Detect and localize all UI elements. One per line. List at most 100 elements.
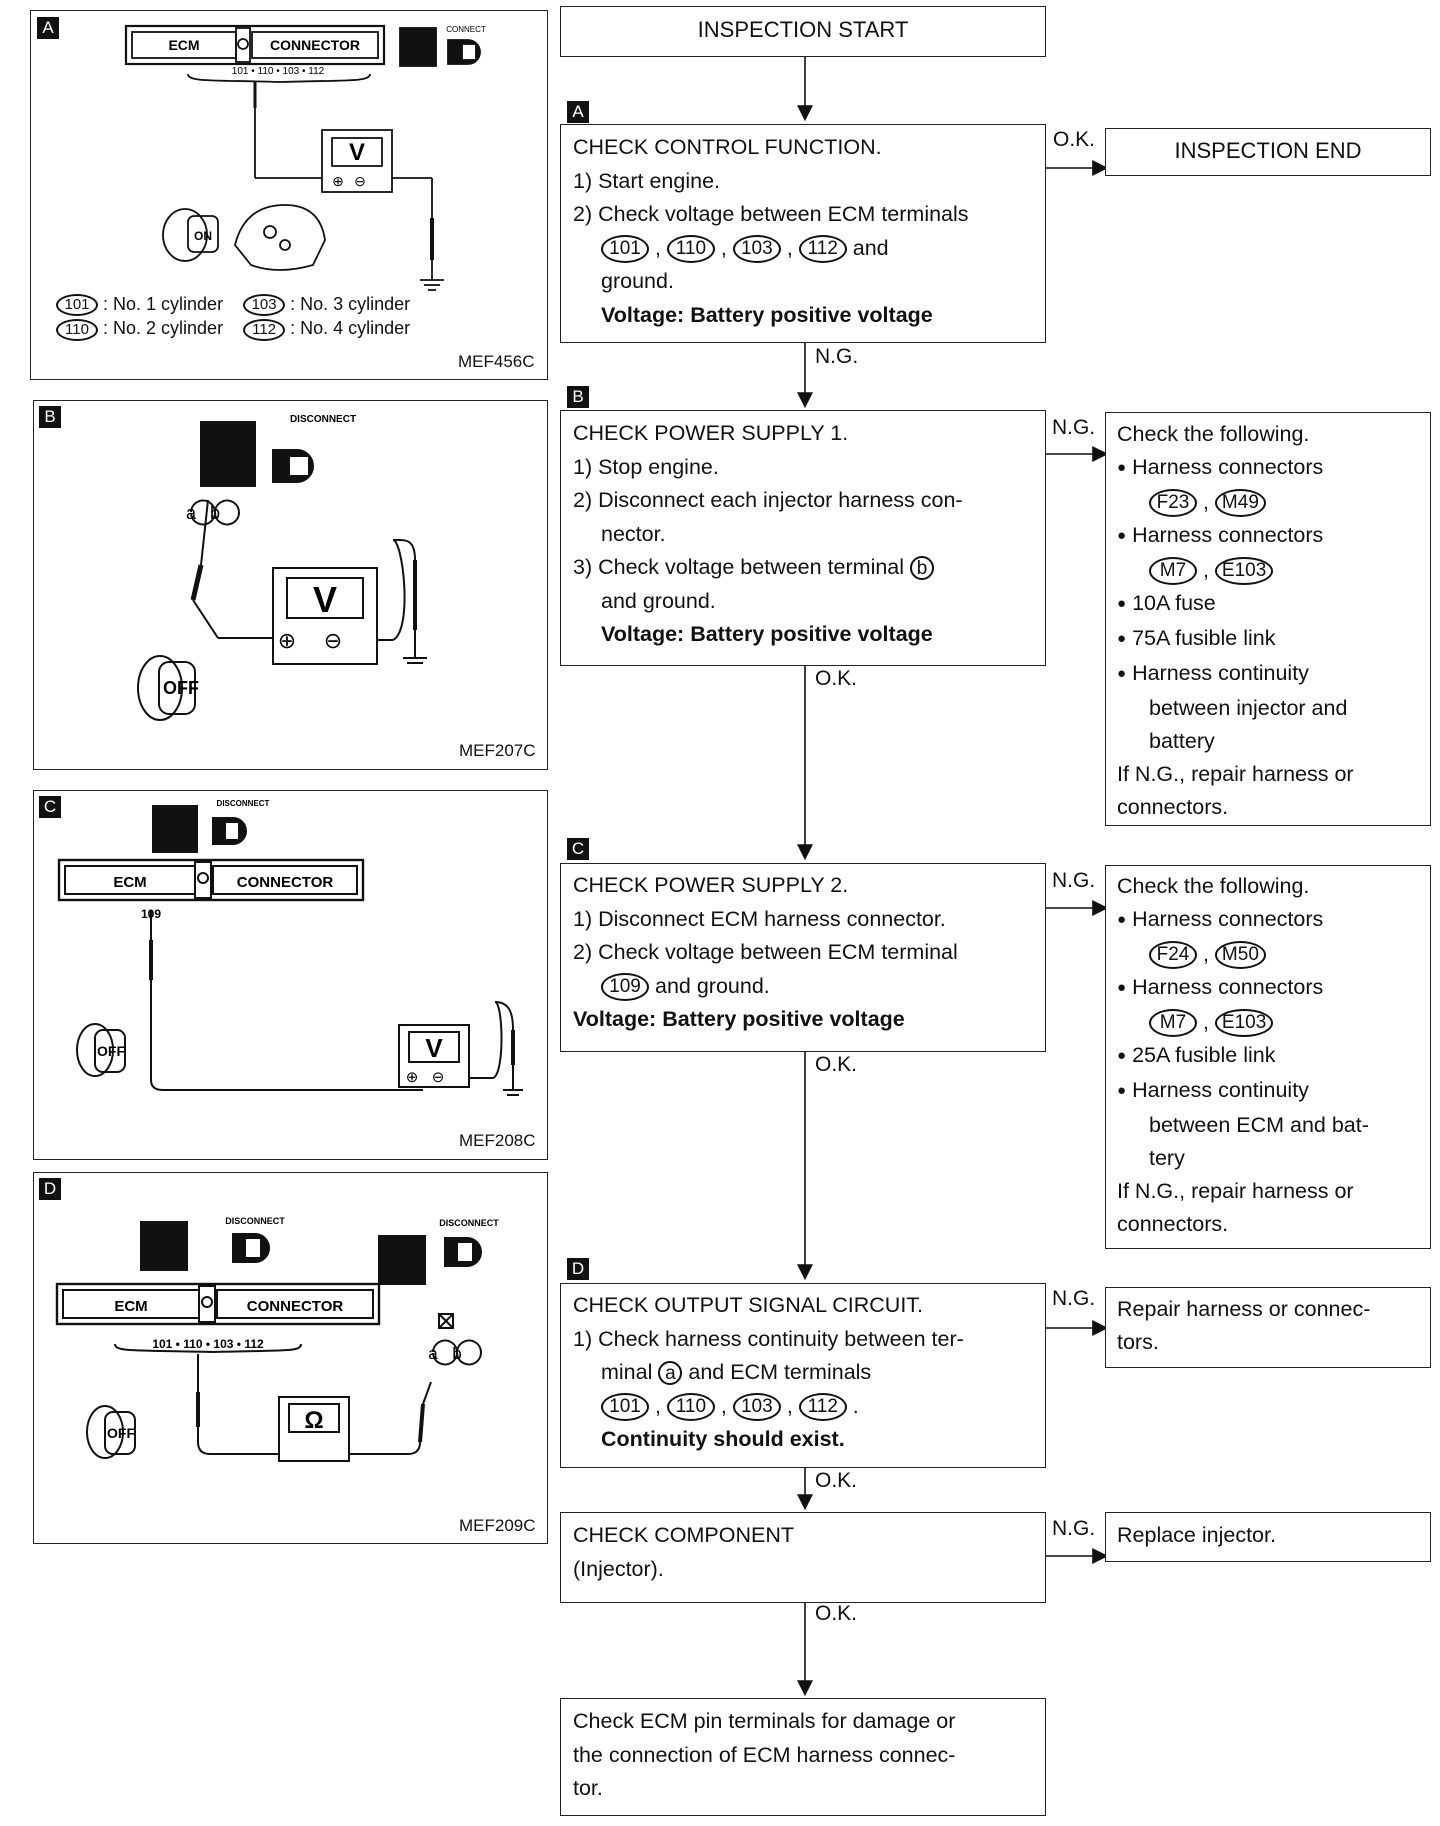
step-D-box (560, 1283, 1046, 1468)
figure-C-code: MEF208C (459, 1131, 536, 1150)
step-B-l4-row: 3) Check voltage between terminal b (573, 551, 963, 585)
figure-A-ecm: ECM (168, 37, 199, 53)
step-C-l3-row: 109 and ground. (573, 970, 958, 1004)
figure-D-tb: b (452, 1344, 461, 1363)
connector-M7: M7 (1149, 1009, 1197, 1038)
side-C-head: Check the following. (1117, 874, 1310, 898)
edge-D-ng-label: N.G. (1052, 1287, 1096, 1310)
figure-C-plus: ⊕ (406, 1069, 419, 1086)
figure-A-label: A (37, 17, 59, 39)
side-E-box (1105, 1512, 1431, 1562)
step-E-box (560, 1512, 1046, 1603)
step-D-l2a: minal (601, 1360, 653, 1384)
step-B-l4: 3) Check voltage between terminal (573, 555, 905, 579)
figure-C-connector: CONNECTOR (237, 874, 334, 891)
terminal-109: 109 (601, 972, 649, 1001)
figure-C-drawing: DISCONNECT ECM CONNECTOR 109 V ⊕ ⊖ OFF (57, 799, 523, 1096)
step-A-terminals: 101 , 110 , 103 , 112 and (573, 232, 969, 266)
terminal-a: a (658, 1361, 683, 1386)
step-D-spec: Continuity should exist. (601, 1427, 845, 1451)
figure-B-drawing: DISCONNECT a b V ⊕ ⊖ OFF (137, 414, 427, 721)
edge-B-ok-label: O.K. (815, 667, 858, 690)
figure-C-ecm: ECM (113, 874, 146, 891)
side-B-conn-row2: M7 , E103 (1117, 554, 1354, 587)
side-D-box (1105, 1287, 1431, 1368)
step-D-title: CHECK OUTPUT SIGNAL CIRCUIT. (573, 1293, 924, 1317)
figure-C-minus: ⊖ (432, 1069, 445, 1086)
figure-C-key: OFF (97, 1043, 125, 1059)
terminal-103: 103 (732, 234, 781, 263)
figure-D-code: MEF209C (459, 1516, 536, 1535)
connector-E103: E103 (1214, 557, 1274, 586)
step-C-l3: and ground. (654, 973, 770, 998)
step-F-l1: Check ECM pin terminals for damage or (573, 1709, 956, 1733)
step-B-l3: nector. (601, 521, 666, 546)
side-E-l1: Replace injector. (1117, 1523, 1276, 1547)
figure-C-pin: 109 (141, 907, 161, 921)
step-A-spec: Voltage: Battery positive voltage (601, 302, 933, 327)
edge-A-ng-label: N.G. (815, 345, 859, 368)
step-A-l1: 1) Start engine. (573, 168, 721, 193)
step-D-terminals: 101 , 110 , 103 , 112 . (573, 1390, 964, 1424)
side-C-i4: Harness continuity (1117, 1074, 1369, 1109)
side-B-i3: 10A fuse (1117, 587, 1354, 622)
step-E-l1: (Injector). (573, 1556, 664, 1581)
step-B-spec: Voltage: Battery positive voltage (601, 622, 933, 646)
inspection-end-box: INSPECTION END (1105, 128, 1431, 176)
figure-A-meter: V (349, 139, 365, 166)
side-B-tail2: connectors. (1117, 795, 1229, 819)
figure-B-plus: ⊕ (278, 628, 296, 653)
step-B-title: CHECK POWER SUPPLY 1. (573, 421, 849, 445)
step-A-and: and (852, 235, 889, 260)
side-B-i2-text: Harness connectors (1132, 523, 1324, 547)
figure-C (33, 790, 548, 1160)
figure-A-drawing: ECM CONNECTOR 101 • 110 • 103 • 112 V ⊕ … (124, 24, 486, 291)
step-A-label: A (567, 101, 589, 123)
connector-E103: E103 (1214, 1009, 1274, 1038)
legend-110-text: : No. 2 cylinder (103, 318, 224, 339)
side-C-tail2: connectors. (1117, 1212, 1229, 1236)
terminal-112: 112 (798, 1392, 847, 1421)
step-D-l1: 1) Check harness continuity between ter- (573, 1326, 964, 1351)
edge-C-ok-label: O.K. (815, 1053, 858, 1076)
terminal-101: 101 (601, 234, 649, 263)
edge-A-ok-label: O.K. (1053, 128, 1096, 151)
figure-A-code: MEF456C (458, 352, 535, 371)
side-C-text: Check the following. Harness connectors … (1117, 870, 1369, 1241)
figure-D-meter: Ω (304, 1407, 323, 1434)
legend-101-text: : No. 1 cylinder (103, 294, 224, 314)
side-B-i5: Harness continuity (1117, 657, 1354, 692)
step-A-title: CHECK CONTROL FUNCTION. (573, 135, 882, 159)
step-D-l2-row: minal a and ECM terminals (573, 1356, 964, 1390)
figure-A (30, 10, 548, 380)
step-B-l1: 1) Stop engine. (573, 454, 719, 479)
side-C-i4-text: Harness continuity (1132, 1078, 1309, 1102)
side-B-text: Check the following. Harness connectors … (1117, 418, 1354, 824)
figure-D-drawing: DISCONNECT DISCONNECT ECM CONNECTOR 101 … (55, 1216, 499, 1462)
terminal-110: 110 (666, 234, 715, 263)
side-C-conn-row1: F24 , M50 (1117, 938, 1369, 971)
side-C-i1: Harness connectors (1117, 903, 1369, 938)
edge-D-ok-label: O.K. (815, 1469, 858, 1492)
legend-112-num: 112 (243, 318, 286, 341)
edge-E-ok-label: O.K. (815, 1602, 858, 1625)
side-B-i3-text: 10A fuse (1132, 591, 1216, 615)
side-B-head: Check the following. (1117, 422, 1310, 446)
step-A-l2: 2) Check voltage between ECM terminals (573, 202, 969, 226)
side-B-i2: Harness connectors (1117, 519, 1354, 554)
figure-A-pins: 101 • 110 • 103 • 112 (232, 66, 325, 77)
side-C-i1-text: Harness connectors (1132, 907, 1324, 931)
figure-D-key: OFF (107, 1425, 135, 1441)
side-B-i4-text: 75A fusible link (1132, 626, 1276, 650)
step-B-label: B (567, 386, 589, 408)
figure-D-connector: CONNECTOR (247, 1298, 344, 1315)
step-B-box (560, 410, 1046, 666)
legend-103-num: 103 (243, 294, 286, 317)
legend-101-num: 101 (56, 294, 98, 317)
figure-C-label: C (39, 796, 61, 818)
step-B-l2: 2) Disconnect each injector harness con- (573, 488, 963, 512)
figure-B-meter: V (313, 579, 337, 620)
figure-B-key: OFF (163, 678, 199, 698)
legend-103-text: : No. 3 cylinder (290, 294, 411, 314)
figure-C-disconnect: DISCONNECT (217, 799, 270, 808)
